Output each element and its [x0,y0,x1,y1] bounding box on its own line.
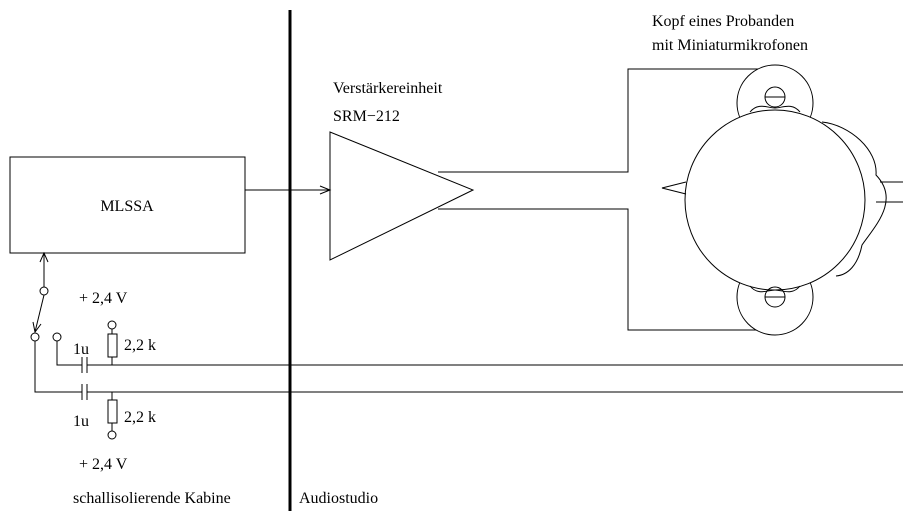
input-switch [30,251,62,342]
top-microphone-cable [438,68,770,173]
studio-label: Audiostudio [299,490,378,507]
top-ear-canal [749,105,801,113]
switch-contact-upper [52,332,62,342]
cabin-label: schallisolierende Kabine [73,490,231,507]
bottom-microphone-cable [438,208,770,331]
head-with-microphones [661,64,887,336]
switch-lever [34,294,45,333]
bottom-ear-canal [749,285,801,293]
switch-pivot [39,286,49,296]
switch-contact-lower [30,332,40,342]
lower-capacitor-label: 1u [73,413,89,430]
mlssa-label: MLSSA [100,198,154,215]
upper-voltage-label: + 2,4 V [79,290,128,307]
amplifier-label-line1: Verstärkereinheit [333,80,443,97]
amplifier-label-line2: SRM−212 [333,108,400,125]
lower-bias-terminal [107,430,117,440]
nose [661,181,687,195]
head-label-line1: Kopf eines Probanden [652,13,794,30]
upper-bias-terminal [107,320,117,330]
mlssa-box [9,156,246,254]
upper-capacitor-label: 1u [73,341,89,358]
amplifier-triangle [329,131,475,261]
switch-input-arrowhead [39,251,49,263]
head-circle [684,109,866,291]
lower-channel-wire [34,341,82,393]
upper-resistor [107,333,118,358]
switch-lever-arrowhead [32,321,42,334]
upper-channel-wire [56,341,82,366]
head-back-outline [821,121,887,277]
lower-resistor-label: 2,2 k [124,409,156,426]
lower-voltage-label: + 2,4 V [79,456,128,473]
upper-resistor-label: 2,2 k [124,337,156,354]
head-label-line2: mit Miniaturmikrofonen [652,37,808,54]
lower-resistor [107,399,118,424]
